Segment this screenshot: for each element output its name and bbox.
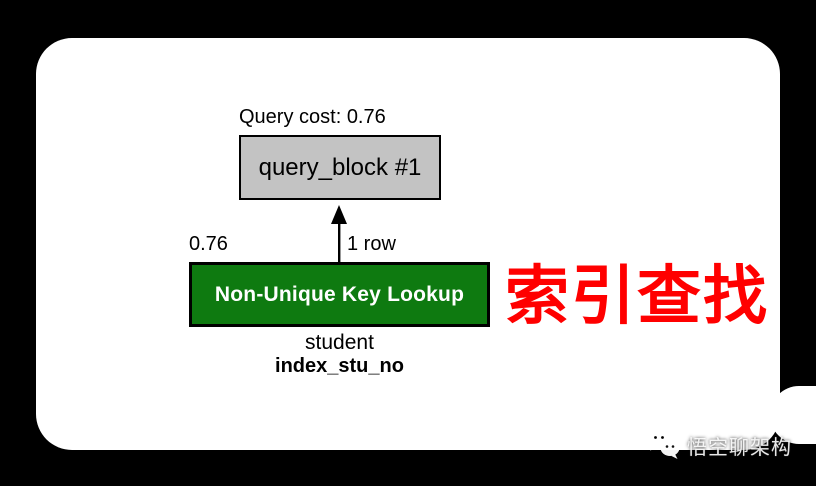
watermark: 悟空聊架构 (646, 427, 792, 463)
watermark-text: 悟空聊架构 (687, 436, 792, 459)
edge-cost-label: 0.76 (189, 233, 228, 255)
edge-rows-label: 1 row (347, 233, 396, 255)
wechat-chat-bubbles-icon (648, 430, 680, 459)
right-edge-card-corner (770, 386, 816, 444)
query-cost-label: Query cost: 0.76 (239, 106, 386, 128)
query-block-node: query_block #1 (239, 135, 441, 200)
query-block-label: query_block #1 (258, 153, 422, 181)
content-card (36, 38, 780, 450)
operation-node: Non-Unique Key Lookup (189, 262, 490, 327)
arrow-up-icon (331, 205, 347, 264)
operation-label: Non-Unique Key Lookup (214, 282, 465, 306)
table-name-label: student (305, 331, 374, 354)
index-name-label: index_stu_no (275, 355, 404, 377)
annotation-text: 索引查找 (505, 260, 769, 332)
